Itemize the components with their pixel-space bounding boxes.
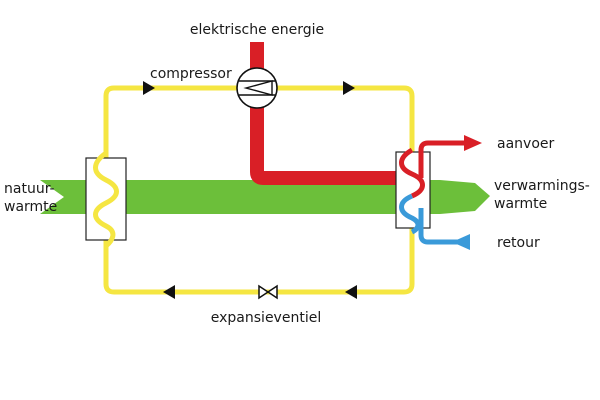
compressor-icon bbox=[236, 67, 278, 109]
natural-heat-label-line2: warmte bbox=[4, 199, 57, 215]
return-pipe bbox=[418, 208, 470, 245]
flow-arrow-icon bbox=[345, 285, 357, 299]
natural-heat-label-line1: natuur- bbox=[4, 181, 55, 197]
heating-heat-label-line1: verwarmings- bbox=[494, 178, 590, 194]
evaporator-icon bbox=[85, 150, 127, 248]
compressor-label: compressor bbox=[150, 66, 232, 82]
flow-arrow-icon bbox=[163, 285, 175, 299]
condenser-icon bbox=[395, 140, 470, 245]
electric-energy-pipe bbox=[250, 42, 402, 185]
electric-energy-label: elektrische energie bbox=[190, 22, 324, 38]
flow-arrow-icon bbox=[143, 81, 155, 95]
flow-arrow-icon bbox=[343, 81, 355, 95]
supply-arrow-icon bbox=[464, 135, 482, 151]
heat-flow-band bbox=[40, 180, 490, 214]
return-arrow-icon bbox=[452, 234, 470, 250]
supply-pipe bbox=[418, 140, 470, 178]
valve-icon bbox=[258, 284, 278, 300]
refrigerant-loop bbox=[103, 85, 415, 295]
heating-heat-label-line2: warmte bbox=[494, 196, 547, 212]
expansion-valve-label: expansieventiel bbox=[211, 310, 321, 326]
return-label: retour bbox=[497, 235, 540, 251]
supply-label: aanvoer bbox=[497, 136, 554, 152]
